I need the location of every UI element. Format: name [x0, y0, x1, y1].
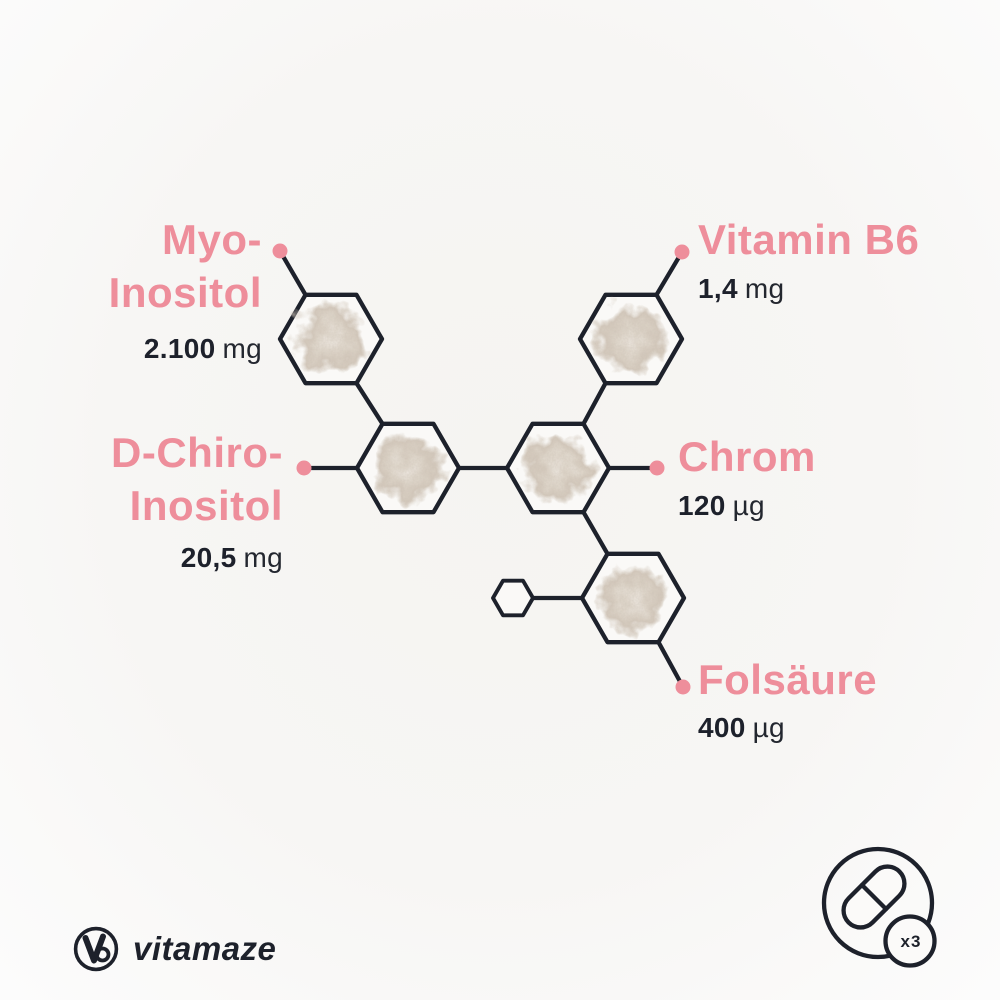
amount-unit: µg	[732, 490, 765, 521]
amount-value: 1,4	[698, 273, 738, 304]
brand-wordmark: vitamaze	[133, 930, 277, 967]
amount-value: 120	[678, 490, 726, 521]
amount-unit: mg	[744, 273, 785, 304]
amount-unit: µg	[752, 712, 785, 743]
capsule-icon: x3	[821, 846, 937, 968]
hexagon-small	[491, 578, 535, 618]
bond-b6-center	[581, 381, 608, 426]
powder-myo-inositol	[294, 302, 368, 376]
amount-unit: mg	[243, 542, 283, 573]
bond-myo-dchiro	[354, 381, 385, 426]
connector-dot-chrom	[649, 460, 665, 476]
bond-lines	[277, 248, 686, 690]
capsule-count-badge: x3	[901, 932, 922, 951]
bond-myo-stem	[277, 248, 308, 297]
amount-unit: mg	[222, 333, 262, 364]
brand-logo: vitamaze	[72, 925, 276, 973]
powder-d-chiro-inositol	[371, 431, 445, 505]
nutrient-name-line: Inositol	[108, 269, 262, 316]
bond-center-folsaeure	[581, 510, 610, 556]
connector-dot-folsaeure	[675, 679, 691, 695]
capsule-divider	[859, 882, 889, 912]
brand-logo-icon	[73, 926, 119, 972]
connector-dot-b6	[674, 244, 690, 260]
powder-vitamin-b6	[594, 302, 668, 376]
bond-folsaeure-stem	[656, 640, 686, 690]
amount-value: 400	[698, 712, 746, 743]
capsule-circle	[821, 846, 935, 960]
powder-textures	[294, 302, 670, 635]
nutrient-name-line: D-Chiro-	[111, 429, 283, 476]
powder-folsaeure	[596, 561, 670, 635]
nutrient-name-line: Vitamin B6	[698, 216, 920, 263]
brand-monogram-v	[82, 933, 106, 964]
nutrient-name-line: Inositol	[129, 482, 283, 529]
brand-monogram-loop	[94, 946, 111, 963]
nutrient-name-line: Myo-	[162, 216, 262, 263]
connector-dot-myo	[272, 243, 288, 259]
amount-value: 20,5	[180, 542, 237, 573]
amount-value: 2.100	[143, 333, 216, 364]
powder-chrom	[521, 431, 595, 505]
nutrient-name-line: Chrom	[678, 433, 816, 480]
bond-b6-stem	[654, 249, 685, 297]
connector-dot-dchiro	[296, 460, 312, 476]
nutrient-name-line: Folsäure	[698, 656, 878, 703]
capsule-count-circle	[883, 914, 937, 968]
